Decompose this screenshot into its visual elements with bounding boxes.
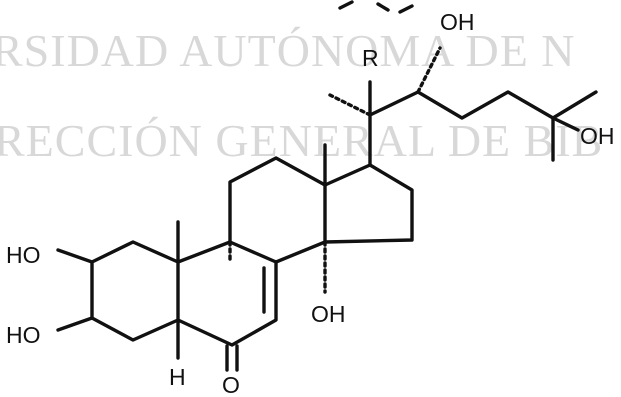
label-oh-c2: HO: [6, 242, 41, 268]
ring-a: [90, 240, 180, 342]
hash-methyl-c21: [328, 93, 372, 117]
bond-c3-oh: [56, 316, 94, 332]
side-chain: [368, 90, 555, 167]
ring-d: [323, 163, 414, 244]
bond-c2-oh: [56, 248, 94, 264]
label-oh-c22: OH: [440, 9, 475, 35]
ring-c: [228, 156, 327, 264]
label-o-c6: O: [222, 372, 240, 397]
watermark-line-2: RECCIÓN GENERAL DE BIB: [0, 115, 604, 166]
label-oh-c3: HO: [6, 322, 41, 348]
hash-c22-oh: [416, 46, 442, 94]
methyl-c26: [551, 90, 598, 120]
label-oh-c25: OH: [580, 123, 615, 149]
ring-b: [176, 240, 278, 347]
bond-c25-oh: [551, 116, 580, 132]
top-fragment: [338, 0, 414, 14]
label-r-c20: R: [362, 45, 379, 71]
watermark-line-1: RSIDAD AUTÓNOMA DE N: [0, 25, 576, 76]
label-oh-c14: OH: [311, 301, 346, 327]
label-h-c5: H: [169, 364, 186, 390]
